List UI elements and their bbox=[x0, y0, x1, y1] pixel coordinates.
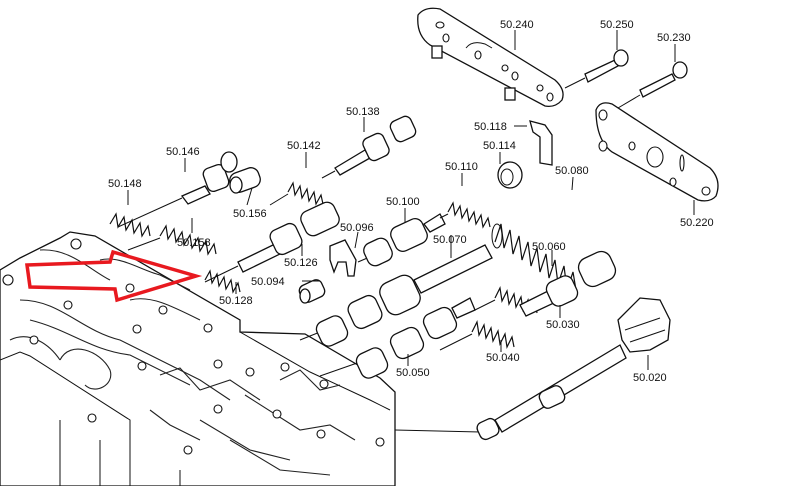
cup-50-114 bbox=[497, 161, 523, 189]
label-50-040: 50.040 bbox=[486, 352, 520, 364]
label-50-070: 50.070 bbox=[433, 234, 467, 246]
label-50-142: 50.142 bbox=[287, 140, 321, 152]
label-50-020: 50.020 bbox=[633, 372, 667, 384]
valve-50-050 bbox=[319, 297, 476, 379]
label-50-156: 50.156 bbox=[233, 208, 267, 220]
highlight-arrow bbox=[25, 249, 203, 303]
spring-50-148 bbox=[109, 212, 151, 238]
valve-50-030 bbox=[519, 250, 617, 317]
sleeve-50-156 bbox=[229, 167, 261, 194]
pin-50-118 bbox=[529, 120, 553, 166]
label-50-060: 50.060 bbox=[532, 241, 566, 253]
label-50-126: 50.126 bbox=[284, 257, 318, 269]
label-50-050: 50.050 bbox=[396, 367, 430, 379]
label-50-230: 50.230 bbox=[657, 32, 691, 44]
label-50-100: 50.100 bbox=[386, 196, 420, 208]
clip-50-096 bbox=[329, 239, 357, 277]
valve-50-070 bbox=[299, 244, 493, 347]
valve-50-126 bbox=[204, 201, 340, 283]
plate-50-220 bbox=[595, 102, 719, 202]
spring-50-128 bbox=[204, 269, 241, 294]
label-50-118: 50.118 bbox=[474, 121, 507, 133]
spring-50-080 bbox=[491, 223, 577, 291]
spring-50-158 bbox=[127, 224, 217, 256]
spring-50-142 bbox=[269, 181, 324, 206]
valve-50-100 bbox=[357, 213, 446, 267]
label-50-138: 50.138 bbox=[346, 106, 380, 118]
label-leaders bbox=[127, 30, 695, 370]
label-50-146: 50.146 bbox=[166, 146, 200, 158]
label-50-250: 50.250 bbox=[600, 19, 634, 31]
label-50-148: 50.148 bbox=[108, 178, 142, 190]
bolt-50-250 bbox=[564, 49, 629, 89]
label-50-030: 50.030 bbox=[546, 319, 580, 331]
plug-50-094 bbox=[298, 279, 326, 304]
label-50-128: 50.128 bbox=[219, 295, 253, 307]
spring-50-110 bbox=[439, 201, 491, 229]
label-50-096: 50.096 bbox=[340, 222, 374, 234]
label-50-240: 50.240 bbox=[500, 19, 534, 31]
valve-50-138 bbox=[321, 115, 417, 179]
label-50-114: 50.114 bbox=[483, 140, 516, 152]
label-50-158: 50.158 bbox=[177, 237, 211, 249]
plate-50-240 bbox=[417, 7, 564, 108]
spring-50-040 bbox=[439, 320, 515, 351]
valve-50-146 bbox=[117, 151, 238, 228]
label-50-080: 50.080 bbox=[555, 165, 589, 177]
label-50-220: 50.220 bbox=[680, 217, 714, 229]
manual-valve-50-020 bbox=[394, 297, 671, 441]
bolt-50-230 bbox=[617, 61, 688, 109]
label-50-110: 50.110 bbox=[445, 161, 478, 173]
label-50-094: 50.094 bbox=[251, 276, 285, 288]
valve-body bbox=[0, 231, 396, 486]
